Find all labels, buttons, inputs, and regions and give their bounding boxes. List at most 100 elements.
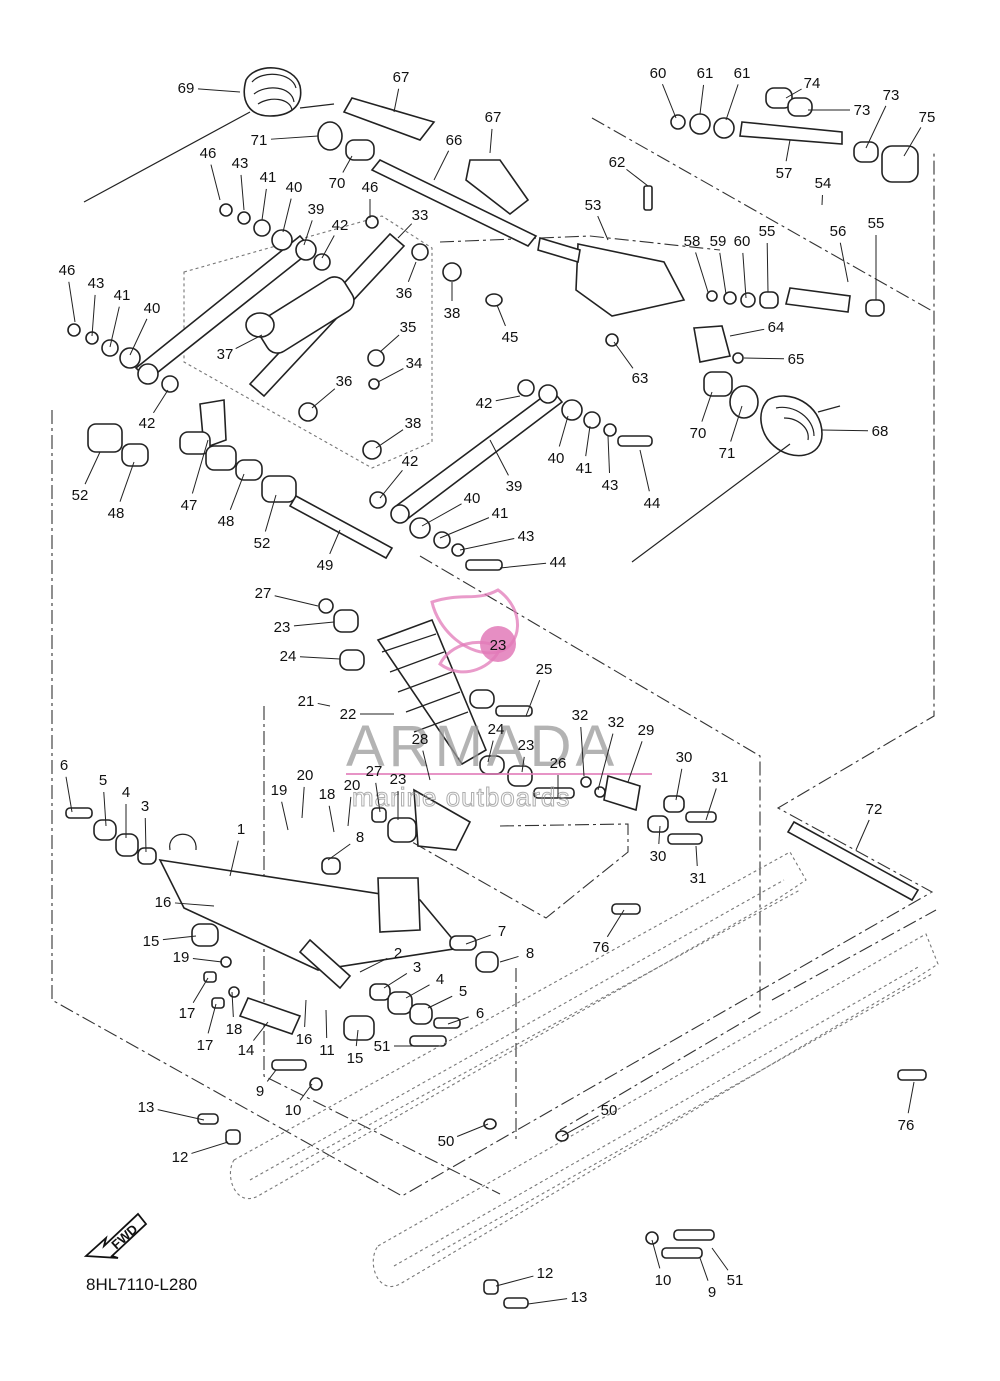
callout-number: 76: [593, 939, 610, 956]
callout-c20b: 20: [344, 777, 360, 827]
callout-number: 8: [356, 829, 364, 846]
leader-line: [521, 756, 525, 773]
callout-c40b: 40: [129, 300, 160, 356]
callout-number: 41: [260, 169, 277, 186]
leader-line: [675, 768, 683, 801]
callout-c23b: 23: [518, 737, 535, 773]
rear-axle-shaft: [342, 97, 436, 141]
callout-number: 74: [804, 75, 821, 92]
leader-line: [282, 198, 292, 233]
leader-line: [153, 389, 169, 414]
leader-line: [84, 451, 101, 485]
callout-number: 23: [518, 737, 535, 754]
callout-c12b: 12: [495, 1265, 553, 1287]
callout-number: 16: [296, 1031, 313, 1048]
leader-line: [327, 843, 351, 861]
callout-number: 42: [139, 415, 156, 432]
long-shaft-66: [370, 159, 538, 247]
callout-number: 19: [173, 949, 190, 966]
callout-c60b: 60: [734, 233, 750, 299]
callout-number: 51: [727, 1272, 744, 1289]
leader-line: [527, 1298, 568, 1305]
callout-c40d: 40: [421, 490, 481, 527]
leader-line: [699, 84, 705, 115]
callout-c1: 1: [229, 821, 245, 877]
callout-c38b: 38: [375, 415, 421, 449]
watermark-badge: [480, 626, 516, 662]
callout-c36a: 36: [396, 261, 417, 302]
callout-number: 40: [464, 490, 481, 507]
callout-number: 18: [319, 786, 336, 803]
callout-c58: 58: [684, 233, 709, 293]
leader-line: [109, 306, 120, 348]
leader-line: [157, 1109, 205, 1121]
callout-c7: 7: [465, 923, 506, 945]
leader-line: [487, 740, 494, 763]
shaft-57: [739, 121, 843, 145]
callout-c55b: 55: [868, 215, 884, 300]
leader-line: [421, 503, 462, 527]
callout-number: 31: [690, 870, 707, 887]
leader-line: [597, 733, 614, 791]
callout-c35: 35: [379, 319, 417, 353]
leader-line: [375, 782, 381, 813]
leader-line: [705, 788, 717, 821]
callout-c23a: 23: [274, 619, 335, 636]
torsion-spring-right: [760, 395, 823, 457]
callout-c15b: 15: [347, 1029, 363, 1067]
front-arm-assembly: [65, 807, 927, 1145]
callout-number: 41: [492, 505, 509, 522]
callout-number: 75: [919, 109, 936, 126]
callout-number: 31: [712, 769, 729, 786]
callout-number: 32: [608, 714, 625, 731]
leader-line: [301, 786, 305, 819]
callout-number: 30: [676, 749, 693, 766]
leader-line: [393, 88, 400, 113]
leader-line: [695, 845, 698, 867]
callout-c64: 64: [729, 319, 784, 337]
watermark-subtitle: marine outboards: [352, 782, 570, 812]
callout-c42a: 42: [321, 217, 348, 259]
leader-line: [699, 1257, 709, 1281]
callout-number: 36: [336, 373, 353, 390]
callout-number: 67: [485, 109, 502, 126]
leader-line: [499, 955, 519, 963]
axle-49: [288, 494, 394, 560]
callout-c71b: 71: [719, 405, 743, 462]
callout-number: 50: [601, 1102, 618, 1119]
callout-number: 71: [251, 132, 268, 149]
callout-c50a: 50: [438, 1123, 489, 1150]
callout-c43b: 43: [88, 275, 104, 337]
leader-line: [379, 470, 403, 499]
callout-number: 4: [122, 784, 130, 801]
callout-number: 36: [396, 285, 413, 302]
shock-37: [257, 276, 355, 354]
leader-line: [162, 935, 197, 941]
callout-number: 65: [788, 351, 805, 368]
callout-c72: 72: [855, 801, 882, 851]
callout-c48b: 48: [218, 473, 245, 530]
callout-c48a: 48: [108, 461, 135, 522]
leader-line: [210, 164, 221, 201]
callout-number: 14: [238, 1042, 255, 1059]
leader-line: [264, 494, 277, 532]
leader-line: [456, 1123, 489, 1137]
leader-line: [240, 174, 245, 211]
callout-number: 35: [400, 319, 417, 336]
callout-c17b: 17: [197, 1003, 217, 1054]
leader-line: [597, 215, 609, 241]
leader-line: [422, 750, 431, 781]
callout-number: 11: [319, 1042, 335, 1059]
leader-line: [119, 461, 135, 502]
leader-line: [253, 1021, 269, 1041]
leader-line: [68, 281, 76, 323]
leader-line: [903, 127, 922, 157]
bracket-53: [575, 243, 686, 317]
leader-line: [639, 449, 650, 492]
callout-number: 47: [181, 497, 198, 514]
callout-number: 58: [684, 233, 701, 250]
callout-number: 52: [254, 535, 271, 552]
callout-c2: 2: [359, 945, 402, 973]
callout-c19b: 19: [173, 949, 223, 966]
